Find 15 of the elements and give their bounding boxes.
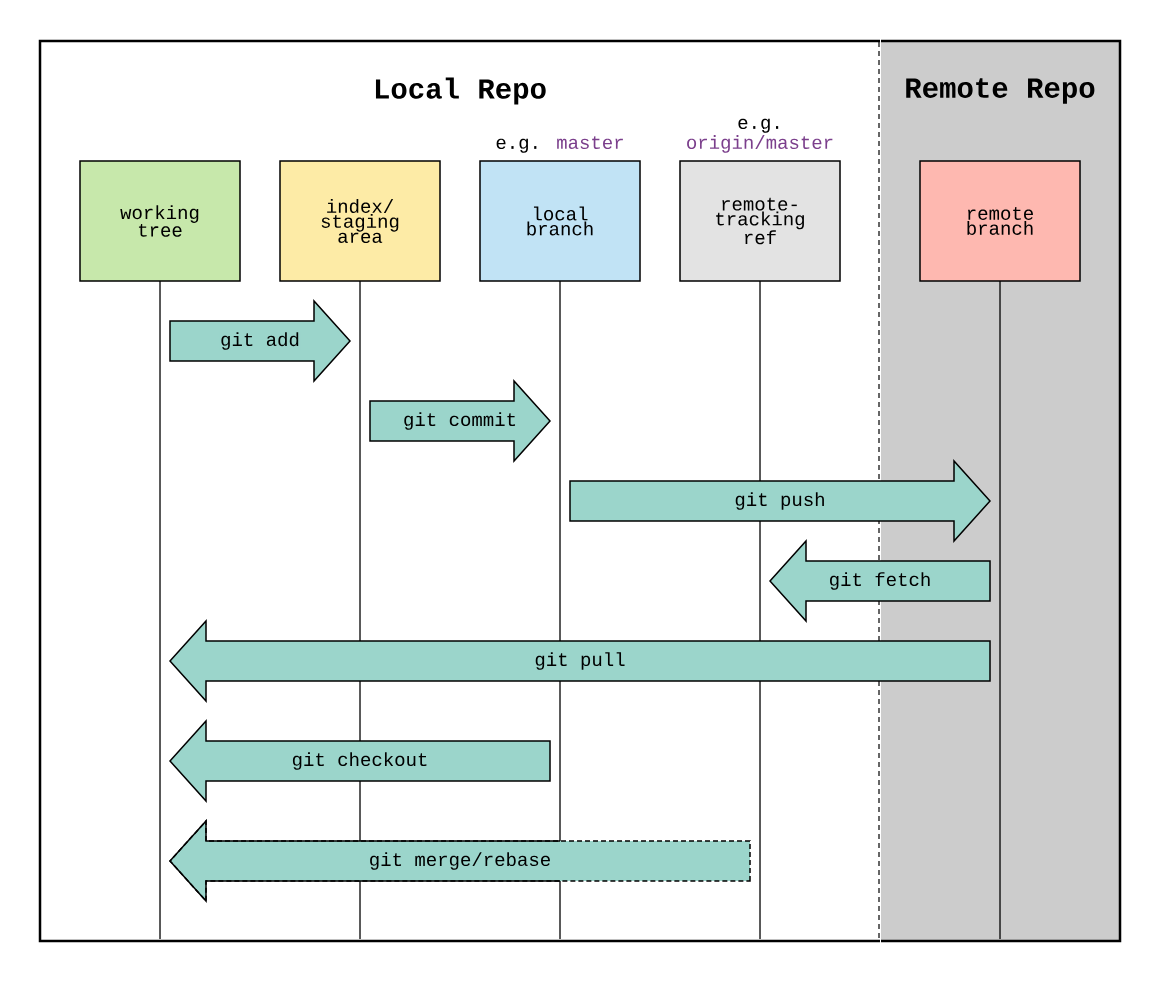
box: remote branch: [919, 160, 1081, 282]
edge-label: git commit: [402, 411, 518, 431]
example-note: e.g. origin/master: [687, 118, 833, 153]
edge-label: git checkout: [290, 751, 430, 771]
box: working tree: [79, 160, 241, 282]
example-note: e.g. master: [496, 136, 623, 153]
edge-label: git push: [733, 491, 827, 511]
box: remote-tracking ref: [679, 160, 841, 282]
edge-label: git add: [219, 331, 301, 351]
edge-label: git pull: [533, 651, 627, 671]
box: local branch: [479, 160, 641, 282]
block-arrow: [169, 619, 991, 703]
box: index/ staging area: [279, 160, 441, 282]
edge-label: git merge/rebase: [367, 851, 553, 871]
block-arrow: [569, 459, 991, 543]
